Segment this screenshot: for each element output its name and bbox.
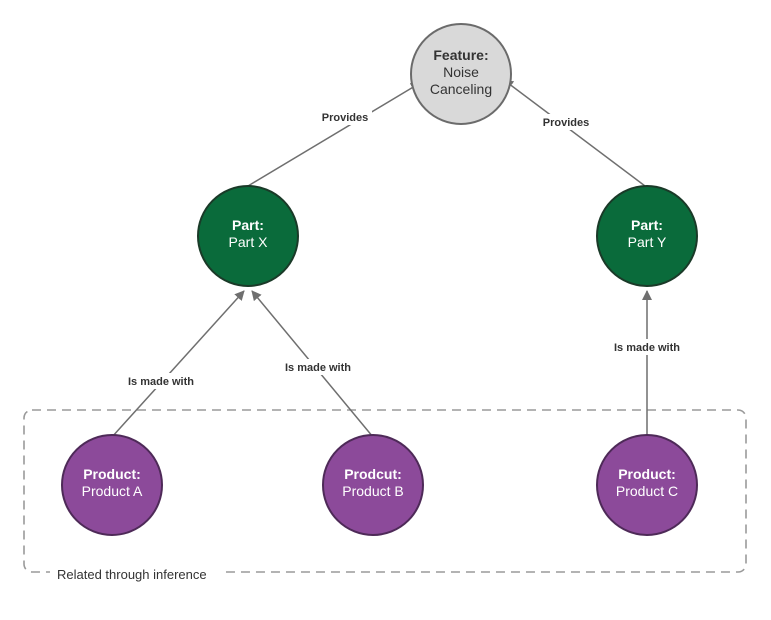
part-y-node-label: Part Y — [628, 234, 667, 250]
edge-label-bg — [539, 114, 593, 130]
feature-node-circle — [410, 23, 512, 125]
product-b-node-label: Product B — [342, 483, 403, 499]
product-c-node-circle — [596, 434, 698, 536]
edge-label-provides-left: Provides — [322, 112, 368, 124]
part-x-node-label: Part X — [229, 234, 269, 250]
product-c-node[interactable]: Product: Product C — [596, 434, 698, 536]
part-x-node-title: Part: — [232, 217, 264, 233]
product-a-node[interactable]: Product: Product A — [61, 434, 163, 536]
edge-label-provides-right: Provides — [543, 117, 589, 129]
edge-part-y-to-feature — [503, 79, 646, 187]
product-a-node-circle — [61, 434, 163, 536]
feature-node-line2: Canceling — [430, 81, 492, 97]
edge-label-made-with-c: Is made with — [614, 342, 680, 354]
product-b-node-circle — [322, 434, 424, 536]
edge-label-made-with-a: Is made with — [128, 376, 194, 388]
edge-label-bg — [607, 339, 687, 355]
edge-label-made-with-b: Is made with — [285, 362, 351, 374]
feature-node-line1: Noise — [443, 64, 479, 80]
inference-group-label: Related through inference — [57, 567, 207, 582]
part-x-node[interactable]: Part: Part X — [197, 185, 299, 287]
part-y-node-circle — [596, 185, 698, 287]
edge-label-bg — [318, 109, 372, 125]
inference-group-box — [23, 409, 747, 573]
edge-part-x-to-feature — [247, 82, 421, 187]
edge-label-bg — [122, 373, 200, 389]
edge-label-bg — [279, 359, 357, 375]
part-y-node-title: Part: — [631, 217, 663, 233]
product-b-node[interactable]: Prodcut: Product B — [322, 434, 424, 536]
feature-node[interactable]: Feature: Noise Canceling — [410, 23, 512, 125]
inference-group-label-bg — [50, 563, 220, 581]
part-x-node-circle — [197, 185, 299, 287]
part-y-node[interactable]: Part: Part Y — [596, 185, 698, 287]
feature-node-title: Feature: — [433, 47, 488, 63]
product-a-node-title: Product: — [83, 466, 141, 482]
product-c-node-label: Product C — [616, 483, 678, 499]
product-c-node-title: Product: — [618, 466, 676, 482]
product-a-node-label: Product A — [82, 483, 143, 499]
edge-product-a-to-part-x — [111, 290, 245, 438]
product-b-node-title: Prodcut: — [344, 466, 402, 482]
